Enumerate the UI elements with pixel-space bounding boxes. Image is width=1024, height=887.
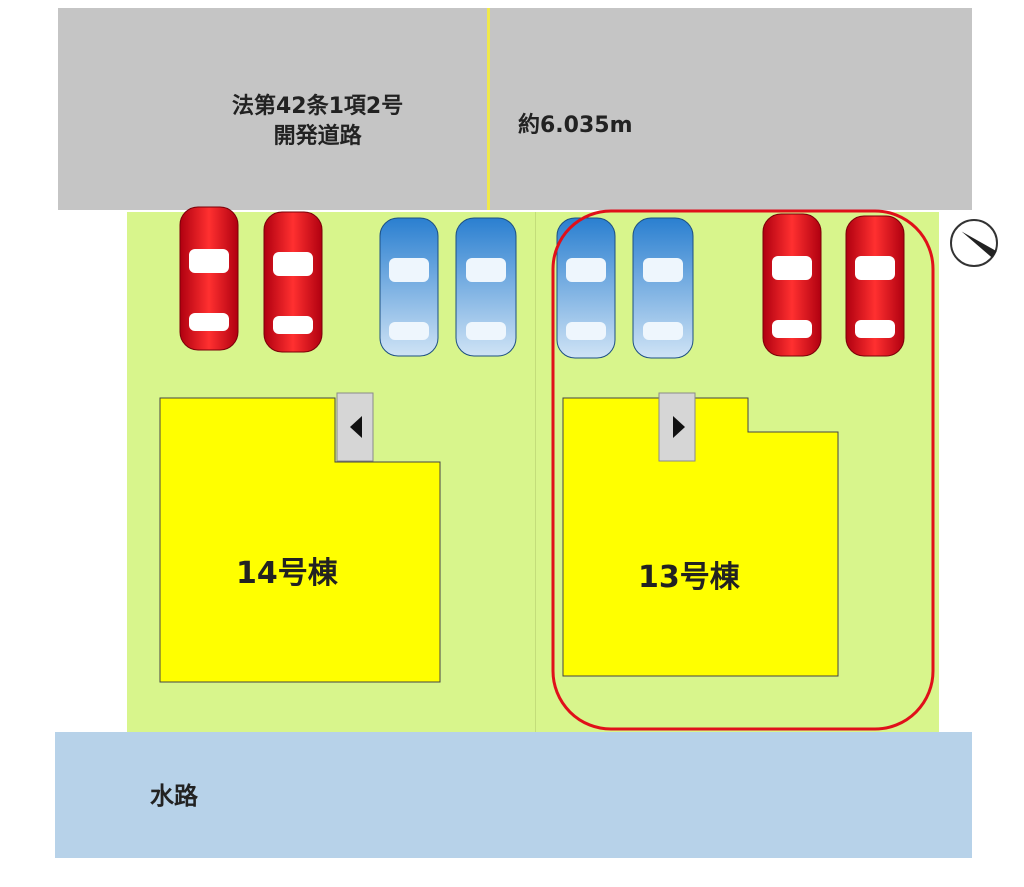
car-red-1 — [179, 206, 239, 351]
car-red-2 — [263, 211, 323, 353]
road-centerline — [487, 8, 490, 210]
road-width-label: 約6.035m — [518, 113, 633, 138]
canal-label: 水路 — [150, 782, 198, 810]
house-13-label: 13号棟 — [638, 560, 740, 595]
car-blue-3 — [556, 217, 616, 359]
north-arrow-icon — [950, 219, 998, 267]
compass-needle-icon — [959, 228, 997, 258]
house-13-footprint — [562, 397, 839, 677]
house-14-footprint — [159, 397, 441, 683]
canal — [55, 732, 972, 858]
road-label-line1: 法第42条1項2号 — [232, 94, 404, 119]
lot-divider — [535, 212, 536, 732]
road-label: 法第42条1項2号 開発道路 — [232, 92, 403, 152]
car-blue-2 — [455, 217, 517, 357]
development-road — [58, 8, 972, 210]
house-13-entrance-icon — [658, 392, 696, 462]
car-red-4 — [845, 215, 905, 357]
car-blue-1 — [379, 217, 439, 357]
house-13-highlight — [551, 209, 935, 731]
house-14-entrance-icon — [336, 392, 374, 462]
house-14-label: 14号棟 — [236, 556, 338, 591]
car-red-3 — [762, 213, 822, 357]
car-blue-4 — [632, 217, 694, 359]
road-label-line2: 開発道路 — [273, 124, 362, 149]
